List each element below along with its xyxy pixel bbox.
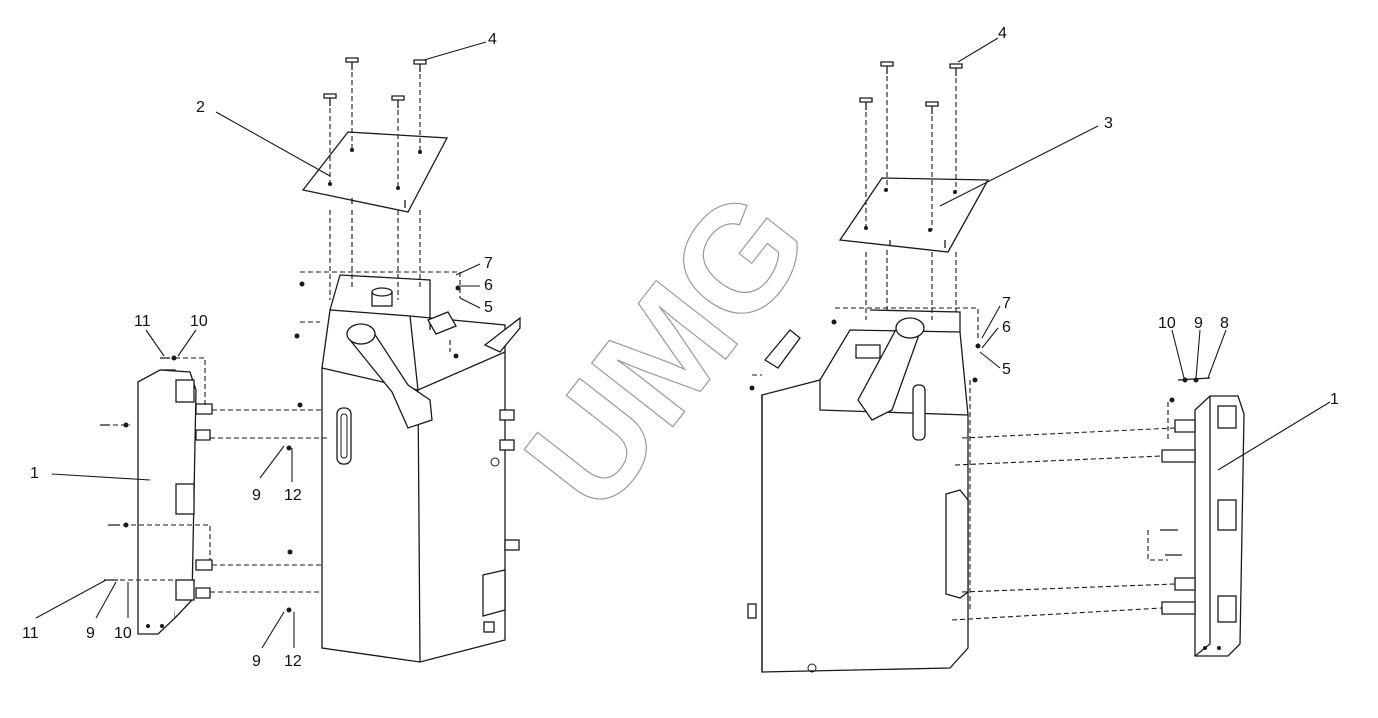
callout-left-12-mid: 12	[284, 487, 302, 504]
right-bolts	[859, 61, 963, 114]
callout-right-1: 1	[1330, 391, 1339, 408]
callout-right-3: 3	[1104, 115, 1113, 132]
callout-left-12-low: 12	[284, 653, 302, 670]
callout-left-10-bottom: 10	[114, 625, 132, 642]
left-filler-neck	[346, 287, 457, 429]
callouts: 2 4 7 6 5 1 11 10 9 12 11 9 10 9 12 4 3 …	[22, 25, 1339, 670]
callout-right-7: 7	[1002, 295, 1011, 312]
callout-left-1: 1	[30, 465, 39, 482]
right-step-ladder	[1161, 395, 1245, 657]
callout-left-6: 6	[484, 277, 493, 294]
left-tank-body	[321, 274, 521, 663]
callout-left-9-mid: 9	[252, 487, 261, 504]
callout-left-7: 7	[484, 255, 493, 272]
callout-left-4: 4	[488, 31, 497, 48]
callout-right-10: 10	[1158, 315, 1176, 332]
callout-right-4: 4	[998, 25, 1007, 42]
left-bolts	[323, 57, 427, 108]
callout-right-8: 8	[1220, 315, 1229, 332]
left-cover-plate	[301, 131, 449, 213]
callout-left-9-bottom: 9	[86, 625, 95, 642]
callout-left-5: 5	[484, 299, 493, 316]
right-cover-plate	[838, 177, 990, 253]
callout-left-10-top: 10	[190, 313, 208, 330]
callout-right-5: 5	[1002, 361, 1011, 378]
left-step-ladder	[137, 369, 213, 635]
right-assembly	[747, 61, 1245, 673]
right-tank-body	[747, 309, 969, 673]
callout-right-9: 9	[1194, 315, 1203, 332]
right-filler-neck	[855, 317, 925, 421]
callout-left-9-low: 9	[252, 653, 261, 670]
callout-left-2: 2	[196, 99, 205, 116]
callout-right-6: 6	[1002, 319, 1011, 336]
left-assembly	[100, 57, 521, 663]
callout-left-11-top: 11	[134, 313, 151, 330]
callout-left-11-bottom: 11	[22, 625, 39, 642]
